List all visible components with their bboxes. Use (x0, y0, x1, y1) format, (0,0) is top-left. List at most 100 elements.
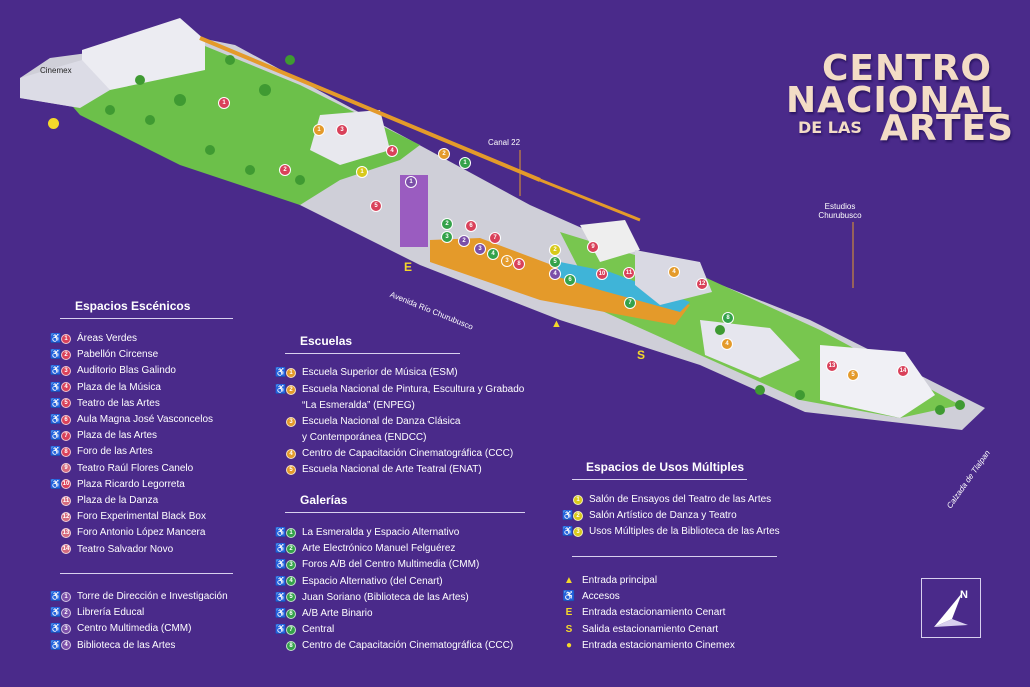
map-pin[interactable]: 1 (313, 124, 325, 136)
number-badge: 1 (61, 591, 71, 602)
building-a (310, 110, 390, 165)
wheelchair-icon: ♿ (275, 575, 287, 586)
legend-label: Plaza de las Artes (77, 430, 158, 442)
title-line1: CENTRO (822, 48, 993, 89)
legend-label: Plaza Ricardo Legorreta (77, 478, 185, 490)
map-pin[interactable]: 3 (336, 124, 348, 136)
legend-symbol-icon: S (565, 623, 573, 635)
title-line2: NACIONAL (786, 80, 1004, 121)
map-pin[interactable]: 1 (459, 157, 471, 169)
legend-label: Accesos (582, 591, 620, 603)
legend-label: Escuela Nacional de Arte Teatral (ENAT) (302, 464, 482, 475)
map-pin[interactable]: 4 (721, 338, 733, 350)
map-pin[interactable]: 5 (549, 256, 561, 268)
legend-label: Juan Soriano (Biblioteca de las Artes) (302, 591, 469, 603)
legend-symbol-icon: E (565, 607, 573, 619)
heading-escuelas: Escuelas (300, 334, 353, 348)
number-badge: 2 (286, 384, 296, 395)
map-pin[interactable]: 2 (458, 235, 470, 247)
map-pin[interactable]: 4 (549, 268, 561, 280)
label-entrada-e: E (404, 260, 413, 274)
map-pin[interactable]: 6 (465, 220, 477, 232)
number-badge: 6 (286, 608, 296, 619)
map-pin[interactable]: 10 (596, 268, 608, 280)
map-pin[interactable]: 2 (549, 244, 561, 256)
map-pin[interactable]: 3 (474, 243, 486, 255)
map-pin[interactable]: 11 (623, 267, 635, 279)
map-pin[interactable]: 5 (370, 200, 382, 212)
leyenda-item: ●Entrada estacionamiento Cinemex (562, 640, 735, 651)
number-badge: 4 (286, 576, 296, 587)
map-pin[interactable]: 2 (279, 164, 291, 176)
number-badge: 2 (286, 543, 296, 554)
legend-label: Salón de Ensayos del Teatro de las Artes (589, 494, 772, 505)
map-pin[interactable]: 9 (587, 241, 599, 253)
map-pin[interactable]: 3 (441, 231, 453, 243)
legend-label: Usos Múltiples de la Biblioteca de las A… (589, 526, 780, 538)
map-pin[interactable]: 6 (564, 274, 576, 286)
map-pin[interactable]: 1 (218, 97, 230, 109)
leyenda-item: E Entrada estacionamiento Cenart (562, 607, 726, 619)
wheelchair-icon: ♿ (50, 639, 62, 650)
map-pin[interactable]: 7 (489, 232, 501, 244)
map-pin[interactable]: 4 (668, 266, 680, 278)
wheelchair-icon: ♿ (275, 367, 287, 377)
map-pin[interactable]: 12 (696, 278, 708, 290)
legend-label: Áreas Verdes (77, 333, 138, 344)
label-estudios: Estudios Churubusco (818, 202, 862, 220)
wheelchair-icon: ♿ (275, 384, 287, 394)
main-entrance-icon: ▲ (551, 318, 562, 330)
rule-multiples (572, 479, 747, 480)
legend-label: Salón Artístico de Danza y Teatro (589, 510, 737, 522)
map-pin[interactable]: 7 (624, 297, 636, 309)
map-pin[interactable]: 13 (826, 360, 838, 372)
cinemex-parking-icon (48, 118, 59, 129)
legend-label: Librería Educal (77, 607, 145, 619)
map-pin[interactable]: 8 (513, 258, 525, 270)
legend-label: Aula Magna José Vasconcelos (77, 414, 214, 425)
map-pin[interactable]: 8 (722, 312, 734, 324)
canal-rail (199, 36, 541, 182)
map-pin[interactable]: 2 (441, 218, 453, 230)
map-pin[interactable]: 5 (847, 369, 859, 381)
heading-multiples: Espacios de Usos Múltiples (586, 460, 745, 474)
building-e (700, 320, 800, 378)
legend-label: La Esmeralda y Espacio Alternativo (302, 527, 460, 538)
compass: N (921, 578, 981, 638)
legend-label: Centro Multimedia (CMM) (77, 623, 192, 635)
map-pin[interactable]: 3 (501, 255, 513, 267)
map-pin[interactable]: 4 (487, 248, 499, 260)
legend-label: Torre de Dirección e Investigación (77, 591, 228, 602)
north-arrow-icon (934, 593, 968, 627)
map-pin[interactable]: 2 (438, 148, 450, 160)
number-badge: 7 (61, 430, 71, 441)
map-pin[interactable]: 1 (405, 176, 417, 188)
legend-label: Teatro de las Artes (77, 397, 160, 409)
leyenda-item: ▲Entrada principal (562, 575, 657, 586)
map-pin[interactable]: 14 (897, 365, 909, 377)
wheelchair-icon: ♿ (50, 397, 62, 408)
legend-label: Plaza de la Música (77, 381, 161, 393)
map-pin[interactable]: 1 (356, 166, 368, 178)
wheelchair-icon: ♿ (562, 526, 574, 537)
map-pin[interactable]: 4 (386, 145, 398, 157)
canal-rail-2 (539, 178, 641, 222)
legend-label: Entrada estacionamiento Cenart (582, 607, 726, 619)
